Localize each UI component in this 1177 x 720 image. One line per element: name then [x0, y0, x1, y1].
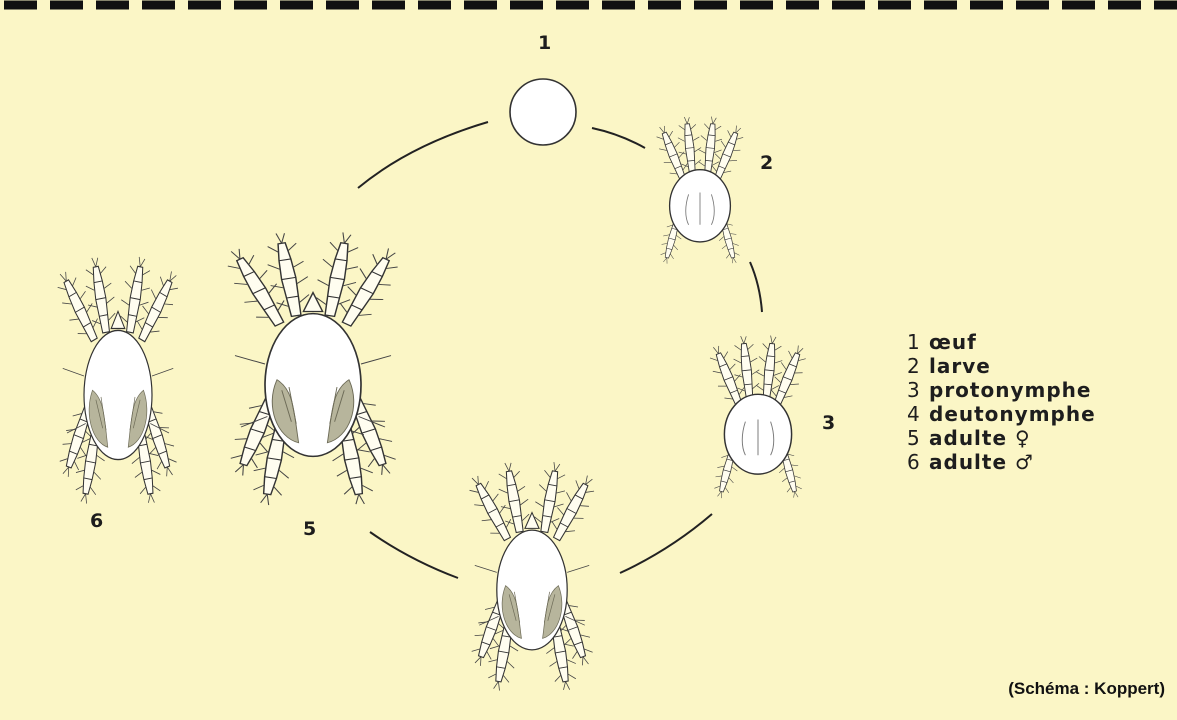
larva [651, 116, 749, 266]
adult-male [50, 255, 185, 506]
deutonymph [462, 460, 602, 692]
stage-number-2: 2 [760, 152, 773, 174]
source-credit: (Schéma : Koppert) [1008, 679, 1165, 699]
stage-number-1: 1 [538, 32, 551, 54]
adult-female [217, 230, 408, 507]
egg [510, 79, 576, 145]
protonymph [704, 335, 812, 501]
stage-number-5: 5 [303, 518, 316, 540]
stage-number-3: 3 [822, 412, 835, 434]
stage-number-6: 6 [90, 510, 103, 532]
